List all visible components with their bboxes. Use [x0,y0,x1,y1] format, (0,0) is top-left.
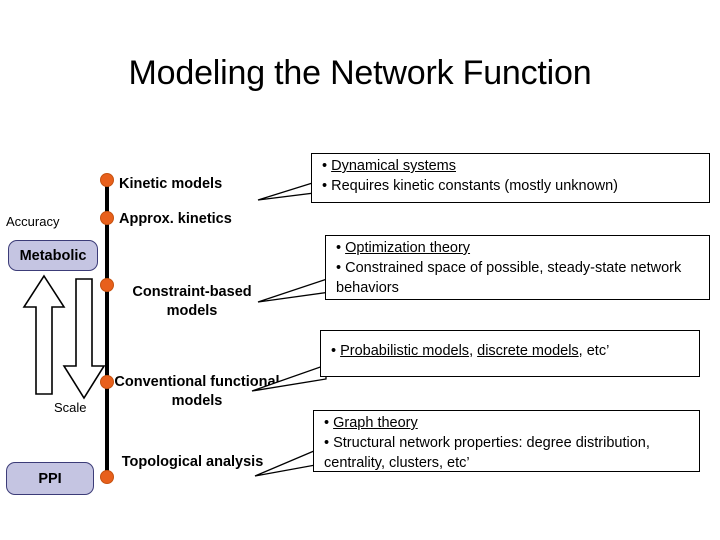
tier-label-kinetic-models: Kinetic models [119,176,223,192]
callout-text: , [469,343,478,359]
callout-emphasis-2: discrete models [477,343,579,359]
callout-text: Requires kinetic constants (mostly unkno… [331,177,619,194]
bullet-glyph: • [331,343,337,359]
callout-emphasis: Graph theory [333,415,418,431]
axis-caption-accuracy: Accuracy [6,214,60,229]
bullet-glyph: • [324,434,330,451]
arrow-down-scale [62,277,106,401]
callout-tail-conventional [251,363,328,401]
callout-text: Structural network properties: degree di… [324,434,650,471]
scale-box-metabolic[interactable]: Metabolic [8,240,98,271]
callout-line: • Requires kinetic constants (mostly unk… [322,177,703,197]
axis-dot-constraint-based [100,278,114,292]
axis-caption-scale: Scale [54,400,87,415]
bullet-glyph: • [322,177,328,194]
bullet-glyph: • [324,415,330,431]
tier-label-approx-kinetics: Approx. kinetics [119,211,232,227]
axis-dot-conventional [100,375,114,389]
callout-line: • Dynamical systems [322,157,703,177]
callout-text: Constrained space of possible, steady-st… [336,259,682,296]
axis-vertical-line [105,180,109,480]
bullet-glyph: • [336,259,342,276]
bullet-glyph: • [322,158,328,174]
tier-label-constraint-based: Constraint-based models [132,284,252,320]
tier-label-conventional: Conventional functional models [114,374,280,410]
callout-emphasis: Probabilistic models [340,343,470,359]
tier-label-topological: Topological analysis [121,454,264,470]
callout-emphasis: Optimization theory [345,240,471,256]
callout-topological-analysis[interactable]: • Graph theory • Structural network prop… [313,410,700,472]
page-title: Modeling the Network Function [128,54,592,92]
callout-constraint-based[interactable]: • Optimization theory • Constrained spac… [325,235,710,300]
callout-line: • Constrained space of possible, steady-… [336,259,703,299]
axis-dot-kinetic-models [100,173,114,187]
callout-conventional-models[interactable]: • Probabilistic models, discrete models,… [320,330,700,377]
callout-line: • Structural network properties: degree … [324,434,693,474]
callout-text: , etc’ [578,343,610,359]
callout-line: • Probabilistic models, discrete models,… [331,342,693,362]
axis-dot-topological [100,470,114,484]
callout-tail-constraint [257,276,332,312]
arrow-up-accuracy [22,274,66,396]
axis-dot-approx-kinetics [100,211,114,225]
callout-emphasis: Dynamical systems [331,158,456,174]
callout-kinetic-models[interactable]: • Dynamical systems • Requires kinetic c… [311,153,710,203]
bullet-glyph: • [336,240,342,256]
scale-box-ppi[interactable]: PPI [6,462,94,495]
callout-line: • Graph theory [324,414,693,434]
callout-line: • Optimization theory [336,239,703,259]
